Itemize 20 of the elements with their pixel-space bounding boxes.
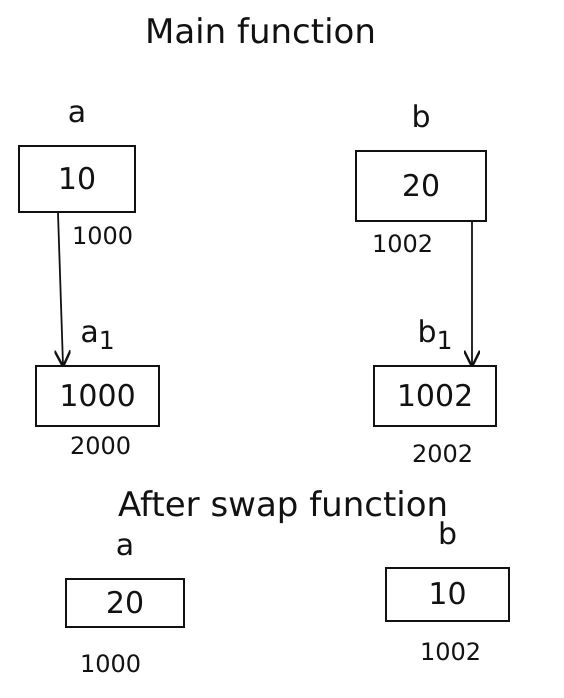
title: Main function [145,12,376,52]
arrow [53,212,72,368]
memory-address: 2002 [412,440,474,468]
stored-value: 20 [402,168,440,204]
stored-value: 1000 [59,378,136,414]
variable-name: b [410,100,432,135]
memory-address: 1000 [80,650,142,678]
stored-value: 10 [428,577,467,612]
memory-address: 1002 [372,230,434,258]
stored-value: 10 [58,162,96,196]
stored-value: 20 [106,586,144,620]
memory-address: 1000 [72,222,134,250]
stored-value: 1002 [396,378,474,414]
arrow [462,222,482,368]
variable-name: a [114,528,136,563]
variable-name: a$_{1}$ [79,315,116,355]
variable-name: b$_{1}$ [416,315,454,355]
memory-address: 1002 [420,638,482,666]
variable-name: a [66,95,88,130]
memory-address: 2000 [70,432,132,460]
